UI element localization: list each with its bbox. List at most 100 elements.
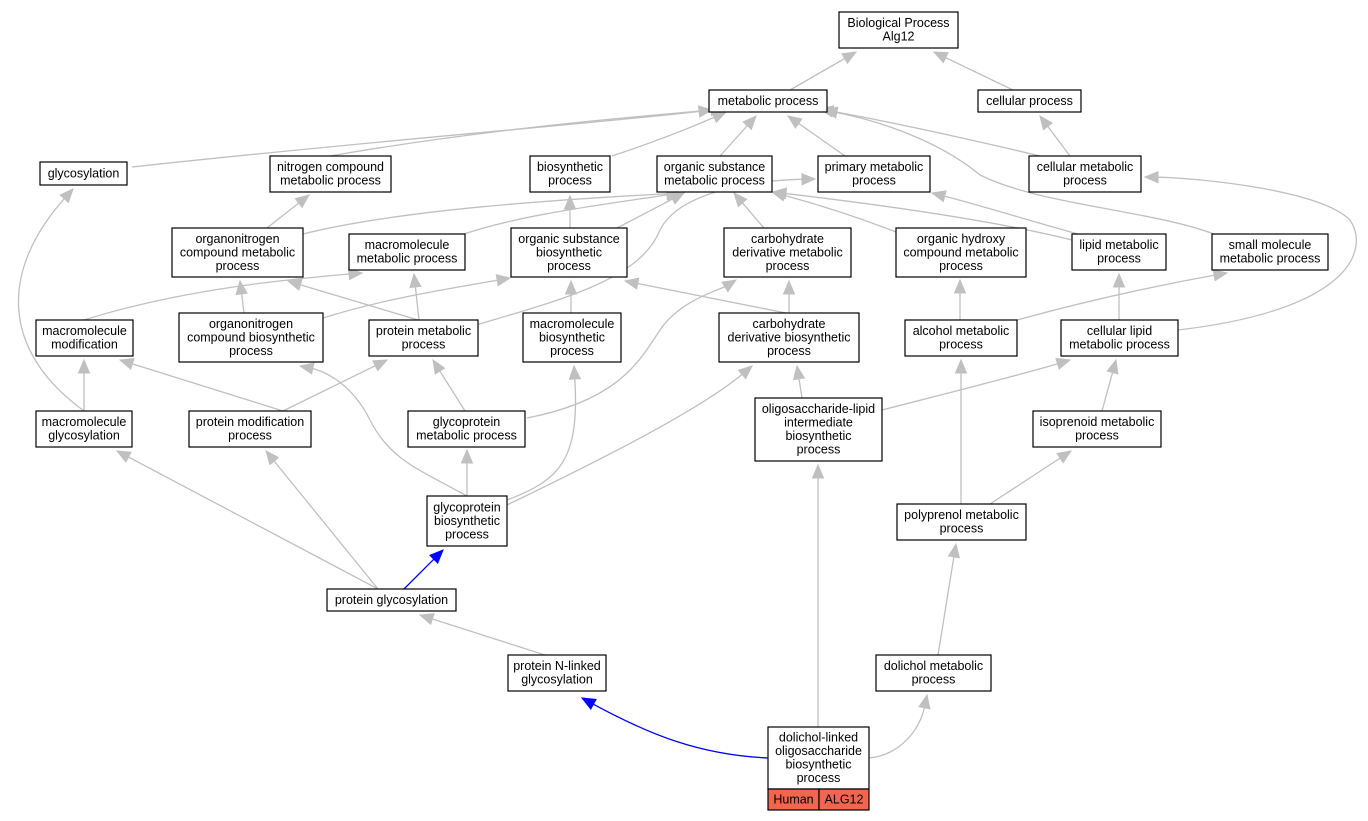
edge-arrowhead (429, 549, 444, 564)
node-box (171, 227, 304, 278)
graph-edge (266, 194, 311, 229)
node-label-line: cellular metabolic (1037, 160, 1134, 174)
edge-line (830, 110, 1041, 157)
node-label-line: primary metabolic (825, 160, 924, 174)
node-box (426, 495, 508, 547)
edge-arrowhead (1143, 170, 1159, 184)
edge-line (740, 200, 765, 229)
go-term-node-oligosaccharide-lipid-intermediate-biosynthetic-process[interactable]: oligosaccharide-lipidintermediatebiosynt… (754, 397, 883, 462)
edge-line (1016, 274, 1217, 321)
node-box (1032, 410, 1162, 448)
edge-arrowhead (286, 278, 303, 291)
node-label-line: intermediate (784, 416, 853, 430)
node-box (510, 227, 628, 278)
node-label-line: compound metabolic (903, 245, 1018, 259)
node-box (1211, 233, 1329, 271)
edge-line (868, 705, 926, 759)
node-label-line: process (1097, 252, 1141, 266)
node-label-line: isoprenoid metabolic (1040, 415, 1155, 429)
edge-line (282, 364, 378, 412)
node-label-line: small molecule (1229, 238, 1312, 252)
graph-edge (286, 278, 419, 321)
go-term-node-metabolic-process[interactable]: metabolic process (708, 89, 828, 113)
edge-line (430, 617, 546, 656)
graph-edge (616, 192, 686, 229)
go-term-node-dolichol-linked-oligosaccharide-biosynthetic-process[interactable]: dolichol-linkedoligosaccharidebiosynthet… (767, 726, 870, 790)
node-label-line: process (229, 344, 273, 358)
edge-line (298, 283, 419, 321)
node-label-line: process (767, 344, 811, 358)
edge-line (329, 109, 714, 157)
edge-arrowhead (495, 274, 512, 287)
edge-arrowhead (294, 194, 311, 209)
graph-edge (719, 115, 757, 157)
edge-line (616, 197, 675, 229)
go-term-node-cellular-process[interactable]: cellular process (977, 89, 1082, 113)
go-term-node-glycosylation[interactable]: glycosylation (39, 161, 128, 186)
graph-edge (403, 549, 444, 590)
graph-edge (265, 450, 379, 590)
node-label-line: metabolic process (1220, 252, 1321, 266)
node-box (817, 155, 931, 193)
graph-edge (1101, 358, 1119, 412)
node-label-line: organic hydroxy (917, 232, 1006, 246)
edge-arrowhead (235, 279, 248, 296)
edge-arrowhead (786, 115, 803, 129)
edge-line (1155, 176, 1357, 331)
node-label-line: macromolecule (42, 415, 127, 429)
node-label-line: protein N-linked (513, 659, 601, 673)
node-box (522, 312, 622, 363)
edge-line (83, 273, 352, 321)
graph-edge (1039, 114, 1071, 157)
go-term-node-protein-glycosylation[interactable]: protein glycosylation (326, 588, 457, 612)
node-label-line: polyprenol metabolic (904, 508, 1019, 522)
graph-edge (526, 279, 738, 419)
edge-line (131, 110, 702, 168)
edge-arrowhead (568, 364, 582, 380)
edge-arrowhead (947, 542, 961, 559)
edge-line (798, 376, 803, 399)
graph-edge (623, 277, 787, 314)
edge-arrowhead (737, 365, 753, 380)
node-box (1028, 155, 1142, 193)
node-label-line: process (766, 259, 810, 273)
edge-line (943, 56, 1014, 91)
graph-edge (818, 105, 1041, 157)
graph-edge (792, 364, 806, 399)
edge-arrowhead (721, 279, 738, 293)
node-box (326, 588, 457, 612)
tag-human-badge: Human (767, 788, 820, 811)
edge-arrowhead (59, 188, 74, 204)
edge-line (463, 193, 670, 235)
node-label-line: carbohydrate (751, 232, 824, 246)
edge-line (783, 192, 1073, 241)
